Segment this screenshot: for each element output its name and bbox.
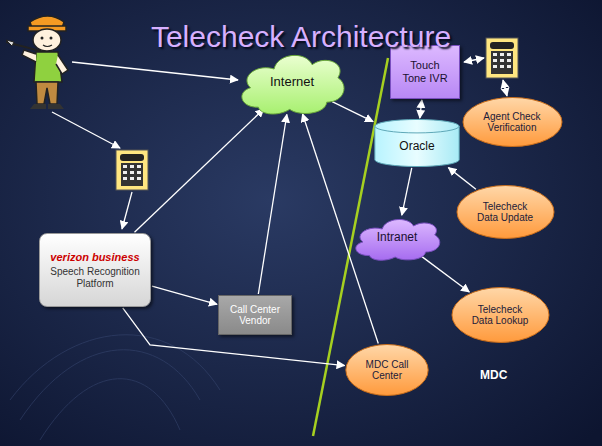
connector-arrow xyxy=(448,168,476,190)
node-text: Oracle xyxy=(399,140,434,154)
vendor-box: Call Center Vendor xyxy=(218,295,292,335)
process-box: Touch Tone IVR xyxy=(390,45,460,99)
platform-box: verizon businessSpeech Recognition Platf… xyxy=(39,233,151,307)
phone-line xyxy=(503,80,507,96)
connector-arrow xyxy=(152,286,217,304)
cloud-node: Intranet xyxy=(351,213,443,263)
process-ellipse: Telecheck Data Update xyxy=(456,185,555,239)
node-text: Internet xyxy=(270,75,314,90)
connector-arrow xyxy=(303,114,379,344)
telephone-icon xyxy=(116,150,148,190)
connector-arrow xyxy=(420,100,422,118)
call-line xyxy=(122,192,132,229)
node-text: verizon business xyxy=(50,251,139,264)
node-text: Touch Tone IVR xyxy=(398,59,452,84)
node-text: Intranet xyxy=(377,231,418,245)
phone-line xyxy=(464,58,484,62)
connector-arrow xyxy=(332,102,373,122)
process-ellipse: Telecheck Data Lookup xyxy=(451,287,550,343)
connector-arrow xyxy=(402,168,412,215)
web-line xyxy=(72,62,238,80)
process-ellipse: MDC Call Center xyxy=(345,344,429,396)
telephone-icon xyxy=(486,38,518,78)
slide-title: Telecheck Architecture xyxy=(0,20,602,54)
node-text: Call Center Vendor xyxy=(224,304,286,327)
node-text: Speech Recognition Platform xyxy=(45,266,145,289)
node-text: MDC Call Center xyxy=(361,359,413,382)
cloud-node: Internet xyxy=(236,46,348,118)
process-ellipse: Agent Check Verification xyxy=(462,97,563,147)
connector-arrow xyxy=(422,256,470,292)
region-label: MDC xyxy=(480,368,507,382)
node-text: Telecheck Data Update xyxy=(474,201,536,224)
person-illustration xyxy=(6,16,68,109)
connector-arrow xyxy=(134,109,263,232)
call-line xyxy=(52,112,120,148)
connector-arrow xyxy=(258,115,287,295)
node-text: Agent Check Verification xyxy=(480,111,544,134)
database-cylinder: Oracle xyxy=(374,119,460,167)
node-text: Telecheck Data Lookup xyxy=(469,304,531,327)
